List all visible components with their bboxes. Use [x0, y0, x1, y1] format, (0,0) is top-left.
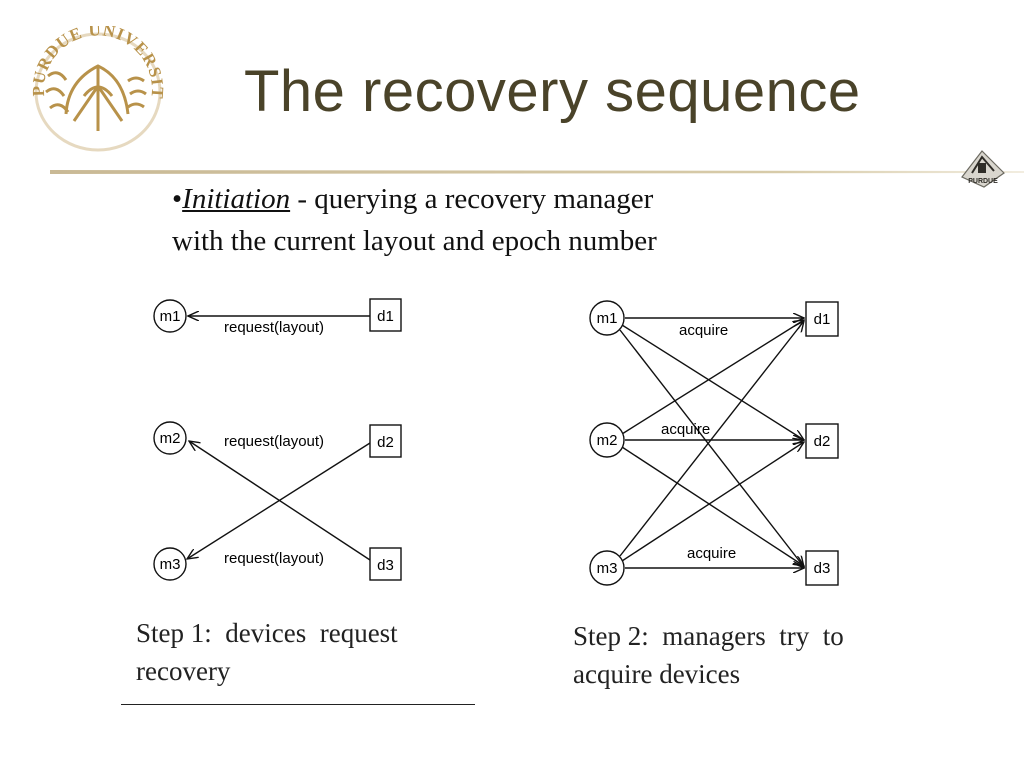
step2-edge-m3-d1 — [619, 321, 804, 557]
bullet-term: Initiation — [182, 183, 291, 215]
step2-diagram: m1 m2 m3 d1 d2 d3 acquire acquire acquir… — [589, 300, 839, 586]
step1-caption-line2: recovery — [136, 656, 231, 686]
step1-node-m3: m3 — [153, 547, 187, 581]
step1-caption-line1: Step 1: devices request — [136, 618, 398, 648]
page-title: The recovery sequence — [244, 59, 861, 124]
step2-edge-m2-d3 — [621, 446, 804, 566]
step1-edge-label-1: request(layout) — [224, 319, 324, 336]
step2-node-d2: d2 — [805, 423, 839, 459]
step1-edge-label-2: request(layout) — [224, 433, 324, 450]
caption-underline — [121, 704, 475, 705]
step2-edge-m2-d1 — [621, 320, 804, 435]
step2-node-m3: m3 — [589, 550, 625, 586]
step2-node-m3-label: m3 — [597, 560, 618, 577]
emblem-lettering: PURDUE — [968, 178, 998, 185]
bullet-marker: • — [172, 183, 183, 215]
step1-node-m2: m2 — [153, 421, 187, 455]
step2-edge-m1-d3 — [619, 329, 804, 567]
step2-node-m2: m2 — [589, 422, 625, 458]
bullet-line2: with the current layout and epoch number — [172, 225, 657, 257]
step2-node-d1: d1 — [805, 301, 839, 337]
step2-edge-label-1: acquire — [679, 322, 728, 339]
university-seal-icon: PURDUE UNIVERSITY — [28, 26, 166, 152]
step2-node-d3: d3 — [805, 550, 839, 586]
step2-edge-m3-d2 — [621, 442, 804, 562]
step1-edge-d2-m3 — [187, 442, 371, 559]
step2-node-m1-label: m1 — [597, 310, 618, 327]
step2-node-m2-label: m2 — [597, 432, 618, 449]
step1-node-m2-label: m2 — [160, 430, 181, 447]
step1-node-d1-label: d1 — [377, 308, 394, 325]
step1-node-d2-label: d2 — [377, 434, 394, 451]
step2-node-d3-label: d3 — [814, 560, 831, 577]
step2-edge-label-2: acquire — [661, 421, 710, 438]
step2-edge-label-3: acquire — [687, 545, 736, 562]
bullet-text: •Initiation - querying a recovery manage… — [172, 178, 852, 262]
step1-node-d1: d1 — [369, 298, 402, 332]
step1-node-m1: m1 — [153, 299, 187, 333]
step1-node-d3: d3 — [369, 547, 402, 581]
step1-node-m3-label: m3 — [160, 556, 181, 573]
step2-caption-line1: Step 2: managers try to — [573, 621, 844, 651]
step2-node-m1: m1 — [589, 300, 625, 336]
step1-edge-label-3: request(layout) — [224, 550, 324, 567]
step1-edge-d3-m2 — [189, 441, 371, 561]
step1-node-m1-label: m1 — [160, 308, 181, 325]
step2-node-d1-label: d1 — [814, 311, 831, 328]
step1-diagram: m1 m2 m3 d1 d2 d3 request(layout) reques… — [153, 298, 402, 581]
purdue-emblem-icon: PURDUE — [961, 150, 1005, 188]
title-divider — [50, 170, 1024, 174]
step2-edge-m1-d2 — [621, 324, 804, 440]
step2-node-d2-label: d2 — [814, 433, 831, 450]
step1-node-d2: d2 — [369, 424, 402, 458]
step1-caption: Step 1: devices request recovery — [136, 614, 398, 690]
bullet-line1: - querying a recovery manager — [290, 183, 654, 215]
step2-caption-line2: acquire devices — [573, 659, 741, 689]
step1-node-d3-label: d3 — [377, 557, 394, 574]
step2-caption: Step 2: managers try to acquire devices — [573, 617, 844, 693]
